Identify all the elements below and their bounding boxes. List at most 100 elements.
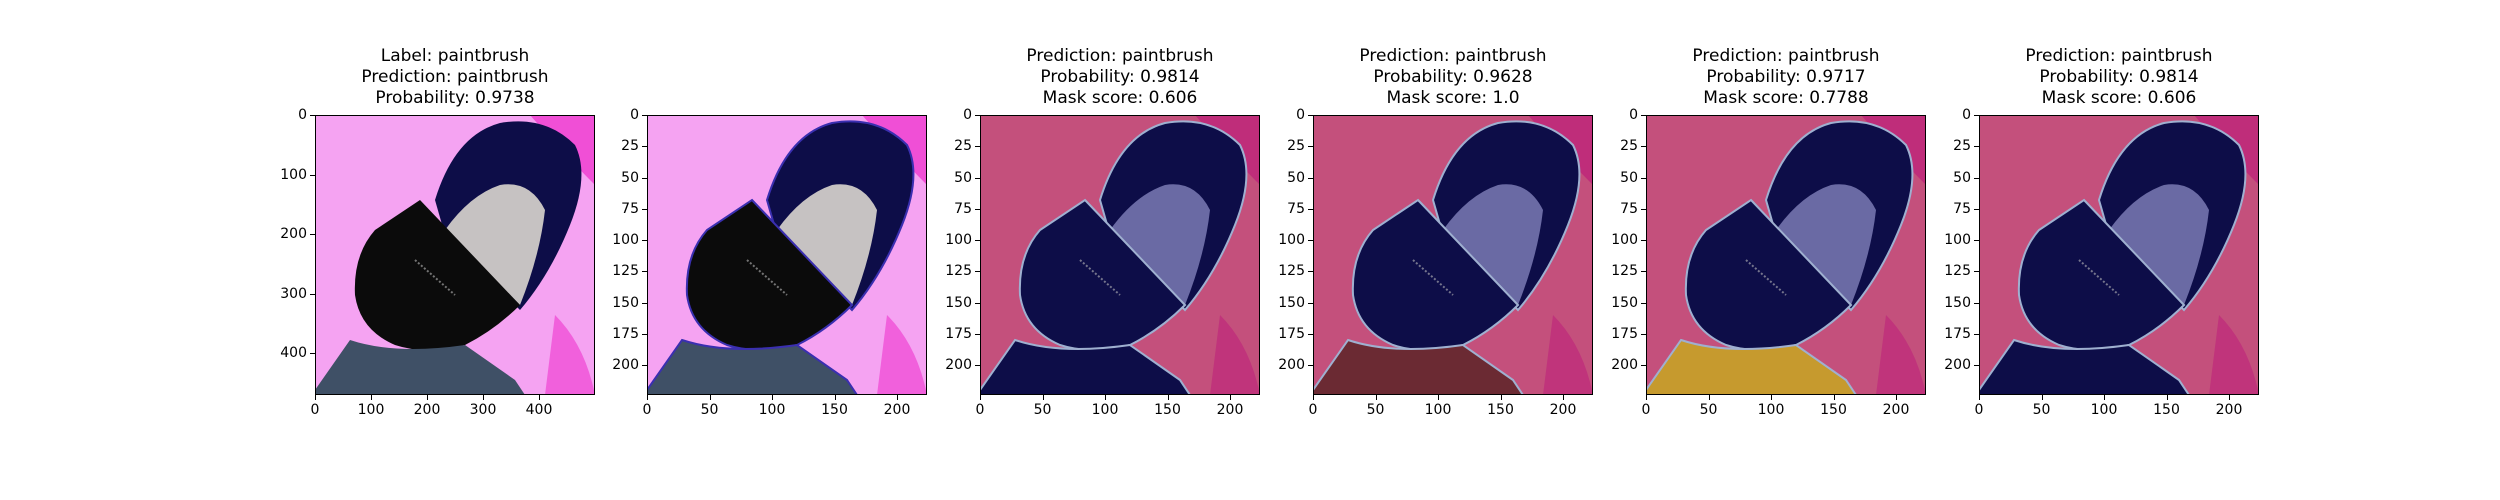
x-tick-mark	[772, 395, 773, 400]
y-tick-label: 0	[298, 107, 307, 123]
x-tick-label: 50	[700, 402, 719, 418]
x-tick-mark	[2104, 395, 2105, 400]
y-tick-mark	[310, 174, 315, 176]
panel-image	[1979, 115, 2259, 395]
x-tick-label: 100	[2090, 402, 2118, 418]
y-tick-mark	[975, 333, 980, 335]
x-tick-label: 50	[1366, 402, 1385, 418]
handle-engraving	[2078, 259, 2120, 296]
handle-engraving	[1079, 259, 1121, 296]
x-tick-mark	[1708, 395, 1710, 400]
y-tick-mark	[642, 240, 647, 241]
y-tick-mark	[642, 333, 647, 335]
brush-bristle-tips	[1110, 184, 1210, 305]
y-tick-label: 75	[954, 200, 972, 217]
y-tick-mark	[642, 177, 647, 179]
brush-bristle-tips	[1443, 184, 1543, 305]
x-tick-mark	[539, 395, 540, 400]
y-tick-mark	[1641, 208, 1646, 210]
panel-title-line: Probability: 0.9738	[375, 88, 535, 108]
panel-title-line: Prediction: paintbrush	[2025, 46, 2213, 66]
background-shadow	[877, 315, 927, 395]
y-tick-mark	[1641, 271, 1646, 273]
x-tick-mark	[1375, 395, 1377, 400]
y-tick-label: 200	[1944, 357, 1971, 373]
x-tick-label: 0	[1641, 402, 1651, 418]
panel-title-line: Prediction: paintbrush	[361, 67, 549, 87]
x-tick-mark	[371, 395, 372, 400]
x-tick-label: 100	[1424, 402, 1452, 418]
y-tick-mark	[1308, 208, 1313, 210]
x-tick-label: 50	[2032, 402, 2051, 418]
y-tick-mark	[1308, 240, 1313, 241]
panel-title-line: Probability: 0.9814	[1040, 67, 1200, 87]
y-tick-mark	[1974, 208, 1979, 210]
panel-title-line: Label: paintbrush	[380, 46, 530, 66]
handle-engraving	[414, 259, 456, 296]
y-tick-label: 100	[945, 232, 972, 248]
x-tick-mark	[427, 395, 428, 400]
brush-handle	[1018, 198, 1187, 351]
y-tick-label: 25	[1620, 138, 1638, 155]
y-tick-label: 100	[1278, 232, 1305, 248]
y-tick-label: 125	[612, 263, 639, 280]
panel-title-line: Mask score: 0.606	[1042, 88, 1198, 108]
y-tick-mark	[642, 146, 647, 148]
brush-bristle-tips	[2109, 184, 2209, 305]
panel-title-line: Mask score: 0.7788	[1703, 88, 1869, 108]
y-tick-label: 125	[1944, 263, 1971, 280]
y-tick-mark	[975, 240, 980, 241]
brush-handle	[1351, 198, 1520, 351]
brush-handle	[354, 200, 520, 350]
x-tick-label: 0	[1308, 402, 1318, 418]
y-tick-label: 75	[621, 200, 639, 217]
y-tick-mark	[1641, 115, 1646, 116]
y-tick-mark	[1974, 177, 1979, 179]
panel-title-line: Probability: 0.9628	[1373, 67, 1533, 87]
y-tick-mark	[975, 271, 980, 273]
y-tick-label: 200	[612, 357, 639, 373]
x-tick-mark	[1500, 395, 1502, 400]
x-tick-label: 50	[1033, 402, 1052, 418]
y-tick-label: 50	[1953, 169, 1971, 186]
x-tick-label: 50	[1699, 402, 1718, 418]
background-shadow	[545, 315, 595, 395]
y-tick-label: 175	[1611, 325, 1638, 342]
y-tick-mark	[975, 146, 980, 148]
x-tick-label: 200	[1216, 402, 1244, 418]
y-tick-label: 200	[280, 226, 307, 243]
x-tick-mark	[1771, 395, 1772, 400]
x-tick-mark	[1563, 395, 1564, 400]
y-tick-mark	[310, 293, 315, 295]
y-tick-mark	[1974, 146, 1979, 148]
x-tick-label: 100	[1091, 402, 1119, 418]
y-tick-mark	[1974, 333, 1979, 335]
handle-engraving	[1412, 259, 1454, 296]
panel-title-line: Probability: 0.9717	[1706, 67, 1866, 87]
x-tick-label: 200	[413, 402, 441, 418]
y-tick-label: 100	[1611, 232, 1638, 248]
y-tick-mark	[975, 115, 980, 116]
y-tick-label: 175	[1944, 325, 1971, 342]
y-tick-label: 100	[280, 166, 307, 183]
handle-engraving	[746, 259, 788, 296]
y-tick-label: 150	[1278, 294, 1305, 311]
y-tick-label: 0	[630, 107, 639, 123]
brush-handle	[2017, 198, 2186, 351]
x-tick-label: 0	[310, 402, 320, 418]
x-tick-label: 0	[975, 402, 985, 418]
y-tick-mark	[1641, 302, 1646, 304]
y-tick-label: 25	[1287, 138, 1305, 155]
background-shadow	[2209, 315, 2259, 395]
y-tick-mark	[310, 353, 315, 355]
x-tick-mark	[1979, 395, 1980, 400]
y-tick-mark	[642, 302, 647, 304]
y-tick-label: 50	[1287, 169, 1305, 186]
y-tick-mark	[1308, 365, 1313, 366]
y-tick-label: 25	[621, 138, 639, 155]
y-tick-label: 0	[1629, 107, 1638, 123]
y-tick-mark	[1974, 365, 1979, 366]
y-tick-label: 150	[1944, 294, 1971, 311]
x-tick-label: 0	[1974, 402, 1984, 418]
brush-bristle-tips	[1776, 184, 1876, 305]
